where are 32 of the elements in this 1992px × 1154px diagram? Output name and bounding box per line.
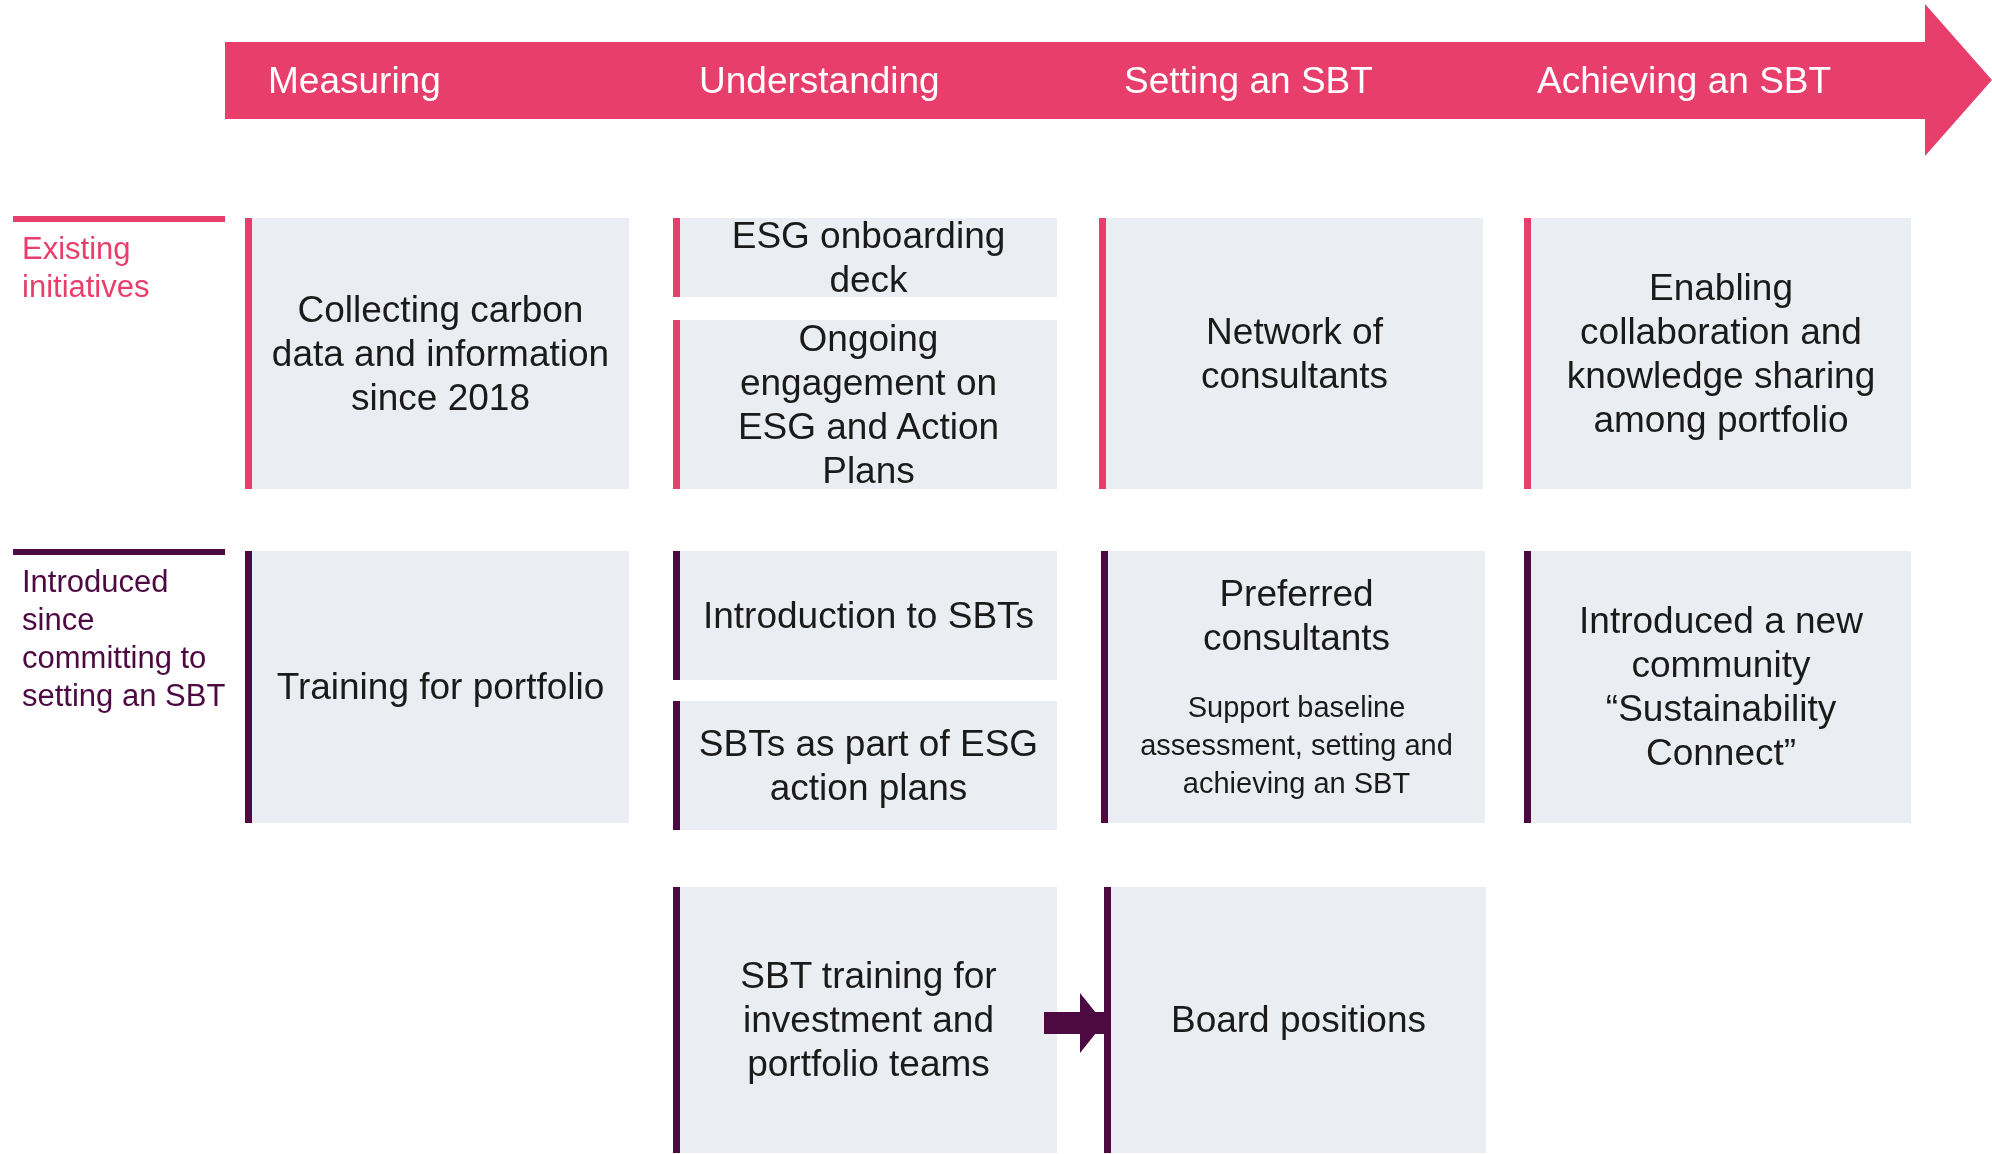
card-title: Collecting carbon data and information since 2018 — [270, 287, 611, 420]
card-description: Support baseline assessment, setting and achieving an SBT — [1139, 690, 1454, 801]
stage-heading: Achieving an SBT — [1537, 62, 1832, 99]
initiative-card — [1524, 551, 1911, 823]
stage-heading: Measuring — [268, 62, 441, 99]
card-title: Network of consultants — [1199, 309, 1390, 398]
card-title: ESG onboarding deck — [730, 213, 1007, 302]
stage-heading: Understanding — [699, 62, 940, 99]
initiative-card — [1524, 218, 1911, 489]
initiative-card — [245, 551, 629, 823]
initiative-card — [673, 551, 1057, 680]
arrow — [1044, 993, 1104, 1053]
card-title: Training for portfolio — [276, 665, 605, 709]
initiative-card — [673, 320, 1057, 489]
initiative-card — [1104, 887, 1486, 1153]
initiative-card — [673, 701, 1057, 830]
card-title: Enabling collaboration and knowledge sharing among portfolio — [1565, 265, 1877, 442]
stage-heading: Setting an SBT — [1124, 62, 1373, 99]
card-title: Introduced a new community “Sustainability Connect” — [1578, 599, 1864, 775]
row-label: Existing initiatives — [22, 230, 151, 306]
card-title: Board positions — [1170, 998, 1426, 1042]
card-title: Ongoing engagement on ESG and Action Plans — [736, 316, 1001, 493]
initiative-card — [673, 887, 1057, 1153]
initiative-card — [1101, 551, 1485, 823]
row-label: Introduced since committing to setting an SBT — [22, 563, 227, 715]
card-title: Introduction to SBTs — [702, 593, 1035, 638]
initiative-card — [673, 218, 1057, 297]
card-title: SBT training for investment and portfolio teams — [739, 954, 998, 1086]
initiative-card — [1099, 218, 1483, 489]
initiative-card — [245, 218, 629, 489]
card-title: SBTs as part of ESG action plans — [697, 721, 1040, 810]
card-title: Preferred consultants — [1201, 572, 1392, 660]
